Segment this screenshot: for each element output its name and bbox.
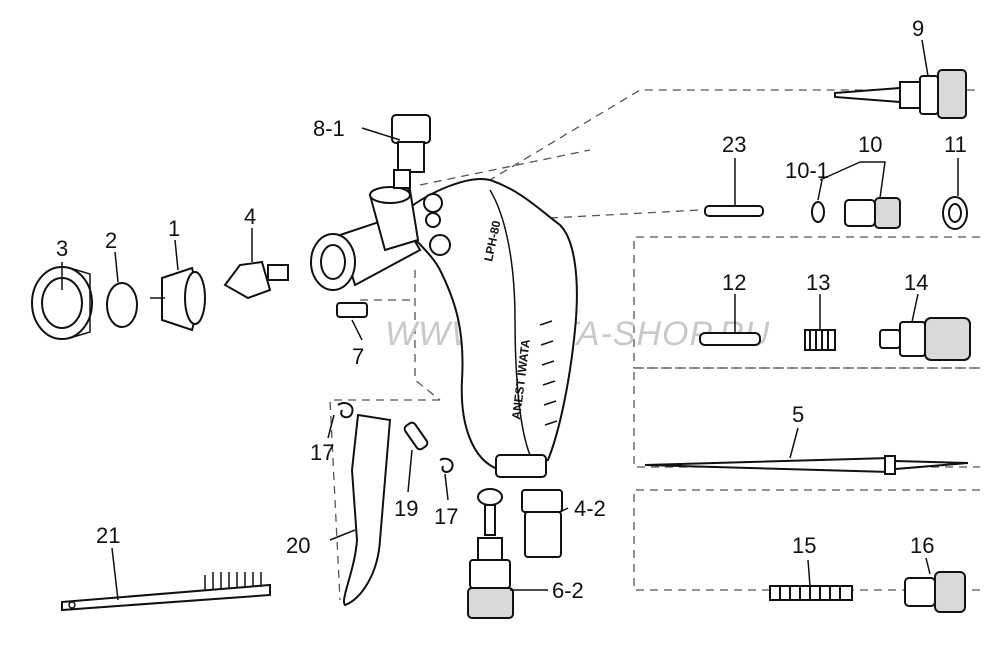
part-16-knob: [904, 571, 966, 613]
part-12-pin: [699, 332, 761, 346]
label-part-9: 9: [912, 16, 924, 41]
part-10-1-o-ring: [811, 201, 825, 223]
part-10-valve: [844, 197, 901, 229]
label-part-5: 5: [792, 402, 804, 427]
part-1-air-cap: [150, 266, 206, 332]
label-part-12: 12: [722, 270, 746, 295]
label-part-6-2: 6-2: [552, 578, 584, 603]
label-part-20: 20: [286, 533, 310, 558]
label-part-10: 10: [858, 132, 882, 157]
part-2-seal-ring: [106, 282, 138, 328]
label-part-19: 19: [394, 496, 418, 521]
part-7-fitting: [336, 302, 368, 318]
label-part-15: 15: [792, 533, 816, 558]
part-23-pin: [704, 205, 764, 217]
part-14-adjuster: [879, 317, 971, 361]
gun-body: LPH-80 ANEST IWATA: [310, 178, 578, 478]
part-9-needle-assembly: [834, 69, 967, 119]
part-labels: 3 2 1 4 8-1 7 9 23 10 10-1 11 12 13 14 5…: [56, 16, 967, 603]
label-part-10-1: 10-1: [785, 158, 829, 183]
label-part-16: 16: [910, 533, 934, 558]
part-4-fluid-nozzle: [223, 260, 289, 300]
label-part-2: 2: [105, 228, 117, 253]
part-17-clip-a: [337, 402, 354, 419]
label-part-14: 14: [904, 270, 928, 295]
label-part-17-b: 17: [434, 504, 458, 529]
part-15-spring: [769, 585, 853, 601]
label-part-8-1: 8-1: [313, 116, 345, 141]
label-part-21: 21: [96, 523, 120, 548]
part-17-clip-b: [439, 457, 454, 473]
label-part-13: 13: [806, 270, 830, 295]
label-part-7: 7: [352, 344, 364, 369]
part-4-2-air-inlet: [521, 489, 563, 558]
label-part-4-2: 4-2: [574, 496, 606, 521]
label-part-4: 4: [244, 204, 256, 229]
label-part-3: 3: [56, 236, 68, 261]
label-part-11: 11: [944, 132, 967, 157]
label-part-17-a: 17: [310, 440, 334, 465]
part-21-cleaning-brush: [61, 572, 271, 612]
part-5-fluid-needle: [644, 455, 969, 475]
part-3-air-cap-ring: [31, 266, 93, 340]
part-13-spring: [804, 329, 836, 351]
part-8-1-adjuster: [391, 114, 431, 189]
leader-lines: [61, 39, 959, 601]
label-part-1: 1: [168, 216, 180, 241]
part-20-trigger: [343, 413, 392, 607]
label-part-23: 23: [722, 132, 746, 157]
part-19-pin: [403, 421, 429, 451]
part-11-cap: [942, 196, 968, 230]
part-6-2-air-valve: [467, 488, 514, 619]
